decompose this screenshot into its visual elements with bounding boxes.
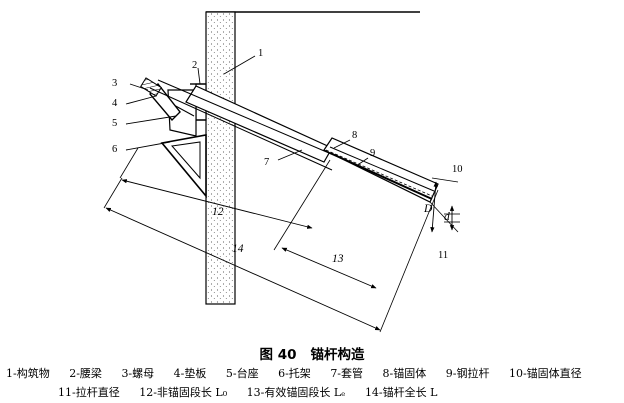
- legend-item: 1-构筑物: [6, 367, 50, 380]
- callout-4: 4: [112, 98, 118, 109]
- legend-item: 3-螺母: [121, 367, 155, 380]
- legend-item: 4-垫板: [173, 367, 207, 380]
- legend-item: 7-套管: [330, 367, 364, 380]
- legend-item: 6-托架: [278, 367, 311, 380]
- dim-line-D: [430, 181, 438, 233]
- callout-10: 10: [452, 164, 463, 175]
- legend-item: 5-台座: [225, 367, 259, 380]
- retaining-wall: [205, 11, 236, 305]
- legend-item: 10-锚固体直径: [508, 367, 582, 380]
- callout-9: 9: [370, 148, 375, 159]
- callout-5: 5: [112, 118, 117, 129]
- figure-caption: 图 40 锚杆构造: [0, 343, 624, 363]
- callout-3: 3: [112, 78, 117, 89]
- dim-label-D: D: [423, 203, 433, 215]
- callout-7: 7: [264, 157, 269, 168]
- dim-label-14: 14: [232, 243, 244, 255]
- legend-item: 2-腰梁: [69, 367, 102, 380]
- dim-line-14: [105, 207, 381, 331]
- callout-8: 8: [352, 130, 357, 141]
- dim-label-13: 13: [332, 253, 344, 265]
- callout-6: 6: [112, 144, 117, 155]
- legend-item: 14-锚杆全长 L: [364, 386, 438, 399]
- figure-title: 锚杆构造: [310, 347, 365, 363]
- legend-item: 13-有效锚固段长 Lₑ: [246, 386, 346, 399]
- figure-number: 图 40: [259, 347, 297, 363]
- legend-item: 8-锚固体: [382, 367, 427, 380]
- dim-label-12: 12: [212, 206, 224, 218]
- steel-tie-rod: [329, 152, 433, 200]
- callout-1: 1: [258, 48, 263, 59]
- callout-11: 11: [438, 250, 448, 261]
- anchorage-body: [323, 137, 439, 203]
- legend-item: 11-拉杆直径: [58, 386, 120, 399]
- dim-line-13: [281, 247, 377, 289]
- legend-item: 12-非锚固段长 L₀: [139, 386, 228, 399]
- nut: [140, 77, 162, 97]
- legend: 1-构筑物 2-腰梁 3-螺母 4-垫板 5-台座 6-托架 7-套管 8-锚固…: [6, 364, 618, 402]
- dim-label-d: d: [444, 211, 450, 223]
- callout-2: 2: [192, 60, 197, 71]
- anchor-diagram: 1 2 3 4 5 6 7 8 9 10 11 12 13 14 D d: [103, 11, 463, 333]
- legend-item: 9-钢拉杆: [445, 367, 490, 380]
